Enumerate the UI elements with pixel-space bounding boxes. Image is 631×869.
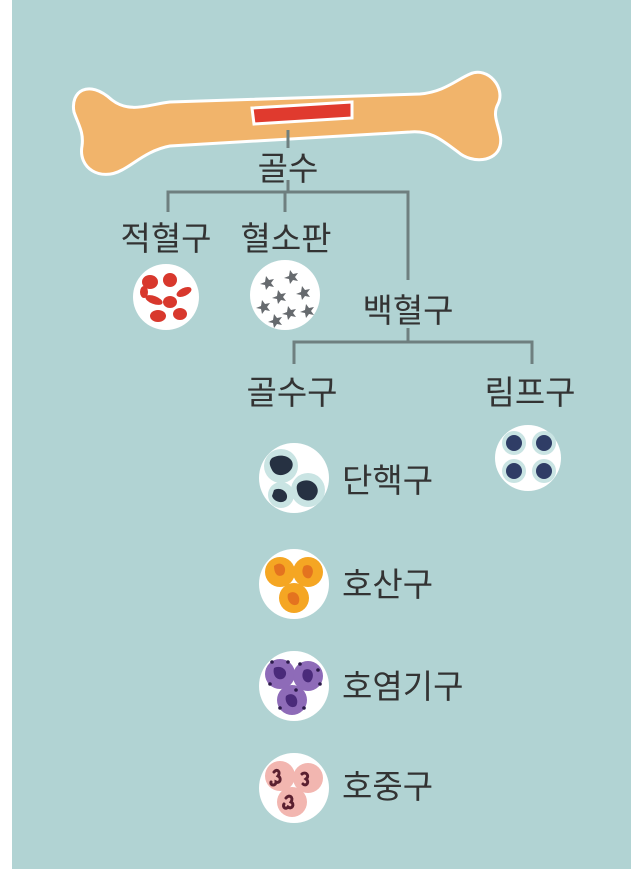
bone-icon	[71, 70, 503, 176]
label-platelet: 혈소판	[240, 219, 331, 258]
diagram-canvas: 골수 적혈구 혈소판 백혈구 골수구 림프구 단핵구 호산구 호염기구 호중구	[12, 0, 631, 869]
label-basophil: 호염기구	[342, 667, 463, 706]
label-myeloid: 골수구	[246, 373, 337, 412]
monocyte-icon	[259, 443, 329, 513]
connector-wbc-branches	[292, 340, 534, 364]
label-neutrophil: 호중구	[342, 767, 433, 806]
lymphocyte-icon	[495, 425, 561, 491]
label-eosinophil: 호산구	[342, 565, 433, 604]
tree-connectors	[166, 130, 534, 364]
eosinophil-icon	[259, 549, 329, 619]
label-white-blood-cell: 백혈구	[362, 291, 453, 330]
red-blood-cell-icon	[133, 264, 199, 330]
label-lymphocyte: 림프구	[484, 373, 575, 412]
platelet-icon	[250, 260, 320, 330]
blood-cell-tree-diagram: 골수 적혈구 혈소판 백혈구 골수구 림프구 단핵구 호산구 호염기구 호중구	[71, 70, 576, 823]
label-monocyte: 단핵구	[342, 461, 433, 500]
label-red-blood-cell: 적혈구	[120, 219, 211, 258]
neutrophil-icon	[259, 753, 329, 823]
label-bone-marrow: 골수	[258, 149, 319, 188]
marrow-cavity	[250, 100, 354, 126]
basophil-icon	[259, 651, 329, 721]
